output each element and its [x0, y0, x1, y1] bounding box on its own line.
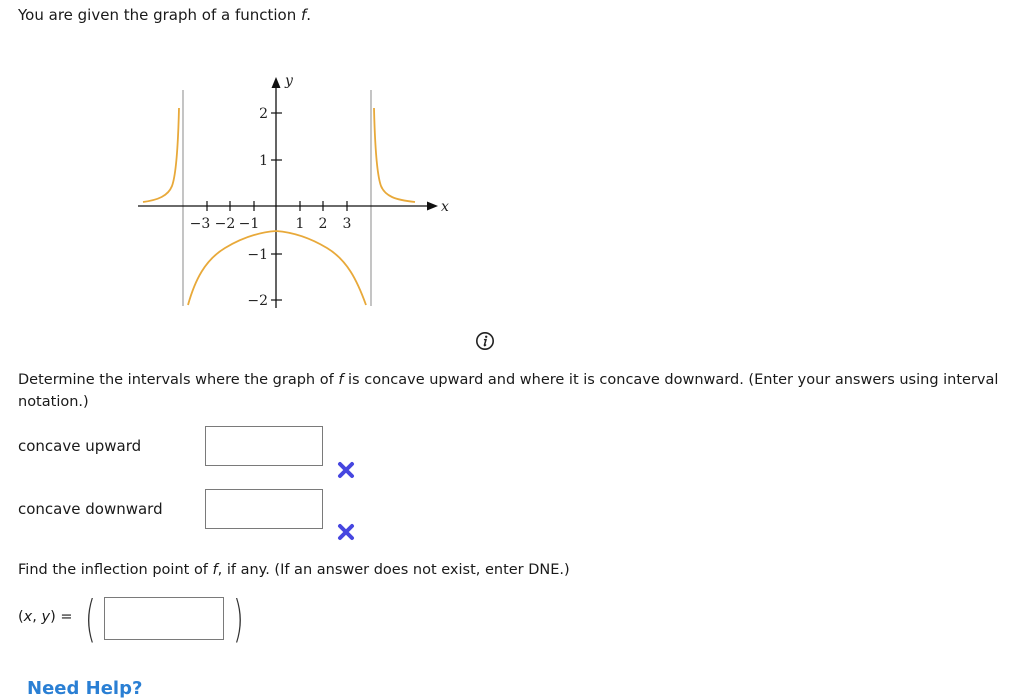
x-tick-label: −3 [190, 216, 211, 232]
x-axis: x −3 −2 −1 1 2 3 [138, 199, 449, 232]
xy-sep: , [32, 609, 42, 625]
question-text-before: Determine the intervals where the graph … [18, 372, 339, 388]
function-name: f [338, 372, 344, 388]
xy-close: ) = [50, 609, 73, 625]
y-axis-label: y [284, 73, 294, 89]
x-tick-label: 3 [343, 216, 352, 232]
intro-text-before: You are given the graph of a function [18, 6, 302, 24]
x-axis-label: x [441, 199, 449, 215]
inflection-text-before: Find the inflection point of [18, 562, 213, 578]
y-tick-label: −1 [247, 247, 268, 263]
question-text-after: is concave upward and where it is concav… [18, 372, 999, 410]
x-tick-label: −2 [215, 216, 236, 232]
inflection-point-input[interactable] [104, 597, 224, 640]
y-tick-label: 2 [259, 106, 268, 122]
intro-text: You are given the graph of a function f. [18, 6, 311, 24]
function-name: f [301, 6, 307, 24]
inflection-text-after: , if any. (If an answer does not exist, … [217, 562, 570, 578]
concave-downward-input[interactable] [205, 489, 323, 529]
y-tick-label: −2 [247, 293, 268, 309]
x-tick-label: 2 [319, 216, 328, 232]
x-tick-label: −1 [239, 216, 260, 232]
intro-text-after: . [306, 6, 312, 24]
info-icon[interactable] [475, 331, 495, 351]
y-axis: y 2 1 −1 −2 [247, 73, 294, 309]
function-graph: x −3 −2 −1 1 2 3 y 2 1 −1 −2 [138, 73, 449, 309]
xy-x: x [23, 609, 33, 625]
inflection-question: Find the inflection point of f, if any. … [18, 562, 570, 578]
wrong-x-icon [338, 462, 354, 478]
x-tick-label: 1 [296, 216, 305, 232]
concave-upward-input[interactable] [205, 426, 323, 466]
concave-downward-label: concave downward [18, 500, 163, 518]
y-tick-label: 1 [259, 153, 268, 169]
curve-left-branch [142, 107, 180, 203]
concavity-question: Determine the intervals where the graph … [18, 369, 1008, 413]
xy-open: ( [18, 609, 24, 625]
function-name: f [212, 562, 218, 578]
concave-upward-label: concave upward [18, 437, 142, 455]
wrong-x-icon [338, 524, 354, 540]
open-paren: ( [85, 590, 96, 648]
curve-middle-branch [187, 230, 367, 306]
xy-label: (x, y) = [18, 609, 73, 625]
close-paren: ) [233, 590, 244, 648]
xy-y: y [41, 609, 51, 625]
need-help-link[interactable]: Need Help? [27, 678, 143, 699]
curve-right-branch [373, 107, 416, 203]
